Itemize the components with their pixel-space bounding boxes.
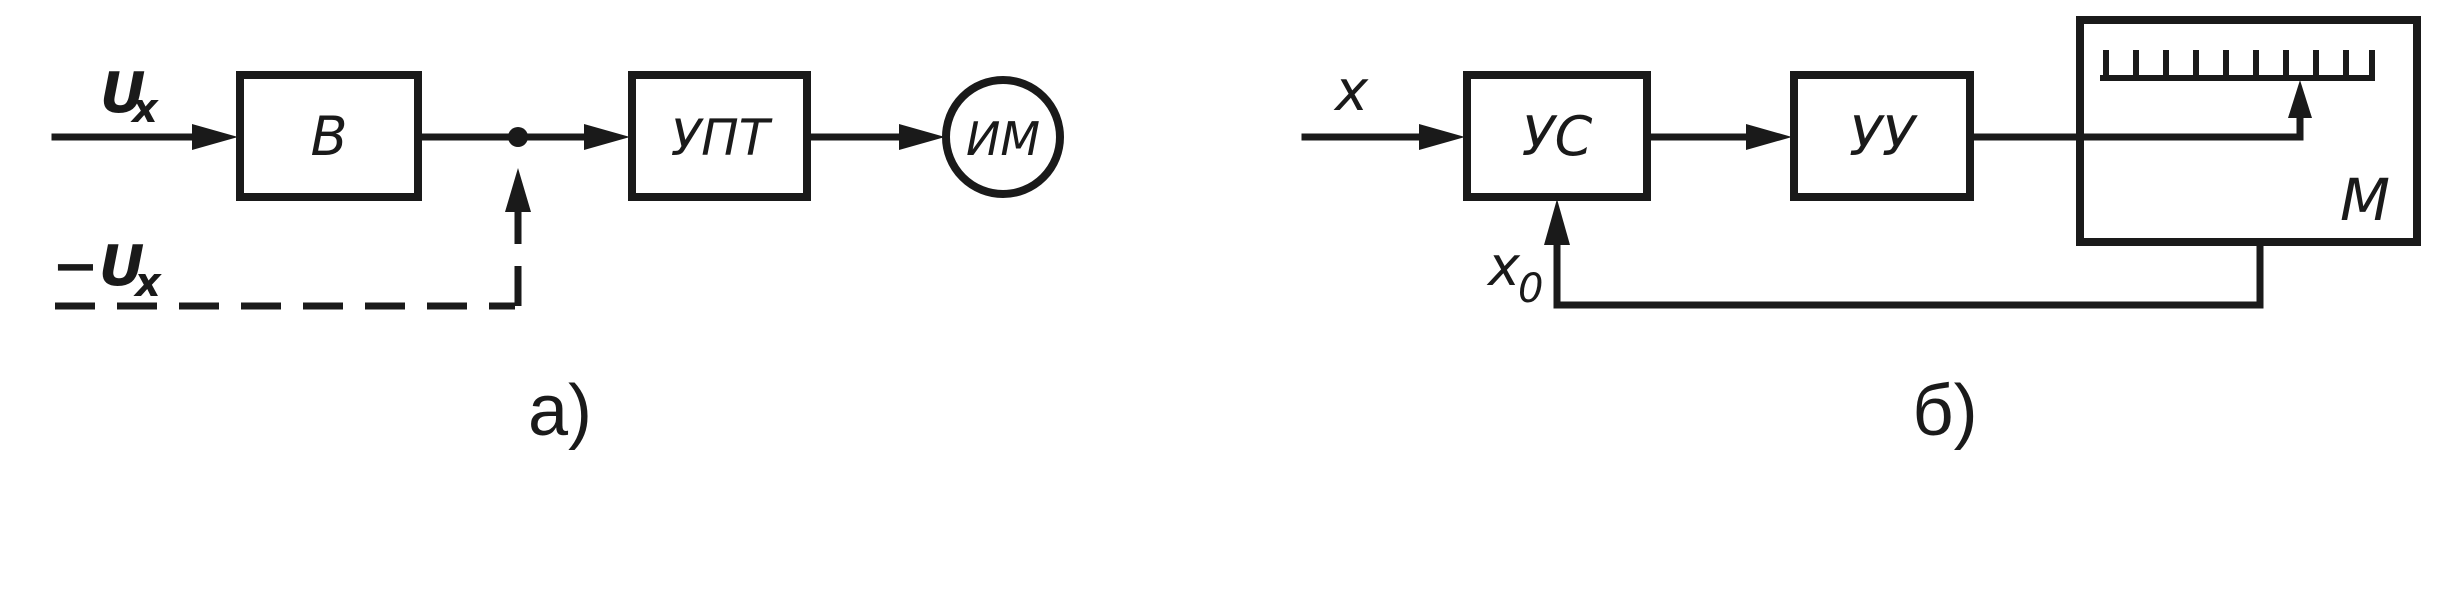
block-uu-label: УУ — [1849, 105, 1918, 168]
block-b — [236, 71, 422, 201]
block-upt-label: УПТ — [671, 109, 773, 167]
junction-dot — [508, 127, 528, 147]
input-x-arrow — [1419, 124, 1465, 150]
arrow-to-uu — [1746, 124, 1792, 150]
block-upt — [628, 71, 811, 201]
neg-input-ux-subscript: x — [133, 260, 162, 306]
scale-icon — [2100, 50, 2375, 81]
arrow-to-im — [899, 124, 945, 150]
arrow-to-upt — [584, 124, 630, 150]
input-ux-arrow — [192, 124, 238, 150]
panel-a: U x B −U x УПТ ИМ а) — [51, 61, 1064, 451]
feedback-x0-subscript: 0 — [1518, 266, 1543, 312]
input-ux-label: U — [100, 61, 145, 126]
block-b-label: B — [310, 105, 347, 168]
block-im-label: ИМ — [966, 112, 1040, 166]
input-x-label: x — [1333, 59, 1369, 124]
feedback-arrow — [1544, 199, 1570, 245]
pointer-arrow — [2288, 80, 2312, 118]
block-us-label: УС — [1522, 105, 1593, 168]
caption-b: б) — [1912, 371, 1977, 451]
feedback-x0-label: x — [1486, 235, 1521, 298]
feedback-wire — [1553, 238, 2264, 309]
panel-b: x УС УУ M — [1301, 16, 2421, 451]
block-im — [942, 76, 1064, 198]
block-us — [1463, 71, 1651, 201]
caption-a: а) — [528, 371, 592, 451]
neg-input-ux-label: −U — [52, 234, 144, 299]
neg-input-arrow — [505, 168, 531, 212]
block-m-label: M — [2340, 166, 2390, 234]
input-ux-subscript: x — [130, 86, 159, 132]
